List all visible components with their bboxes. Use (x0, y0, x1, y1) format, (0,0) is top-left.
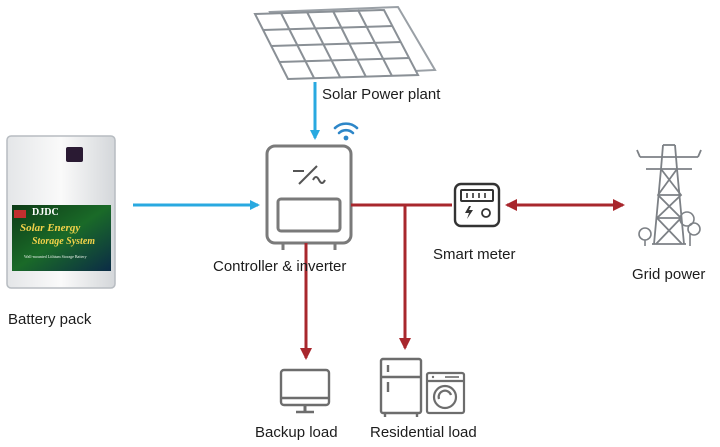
solar-panel-icon (253, 5, 437, 81)
smart-meter-label: Smart meter (433, 246, 516, 263)
fridge-icon (379, 357, 423, 417)
transmission-tower-icon (636, 144, 702, 246)
washing-machine-icon (425, 371, 466, 415)
inverter-icon (265, 144, 353, 250)
controller-label: Controller & inverter (213, 258, 347, 275)
battery-brand-line2: Storage System (32, 236, 96, 247)
battery-label: Battery pack (8, 311, 92, 328)
backup-label: Backup load (255, 424, 338, 441)
wifi-icon (333, 122, 359, 141)
monitor-icon (279, 368, 331, 414)
smart-meter-icon (453, 182, 501, 228)
battery-brand-name: DJDC (32, 207, 59, 218)
solar-label: Solar Power plant (322, 86, 441, 103)
grid-label: Grid power (632, 266, 706, 283)
ac-distribution-lines (300, 199, 625, 360)
battery-pack-icon (6, 135, 116, 289)
battery-brand-line1: Solar Energy (20, 222, 81, 234)
residential-label: Residential load (370, 424, 477, 441)
battery-brand-line3: Wall-mounted Lithium Storage Battery (24, 254, 87, 259)
